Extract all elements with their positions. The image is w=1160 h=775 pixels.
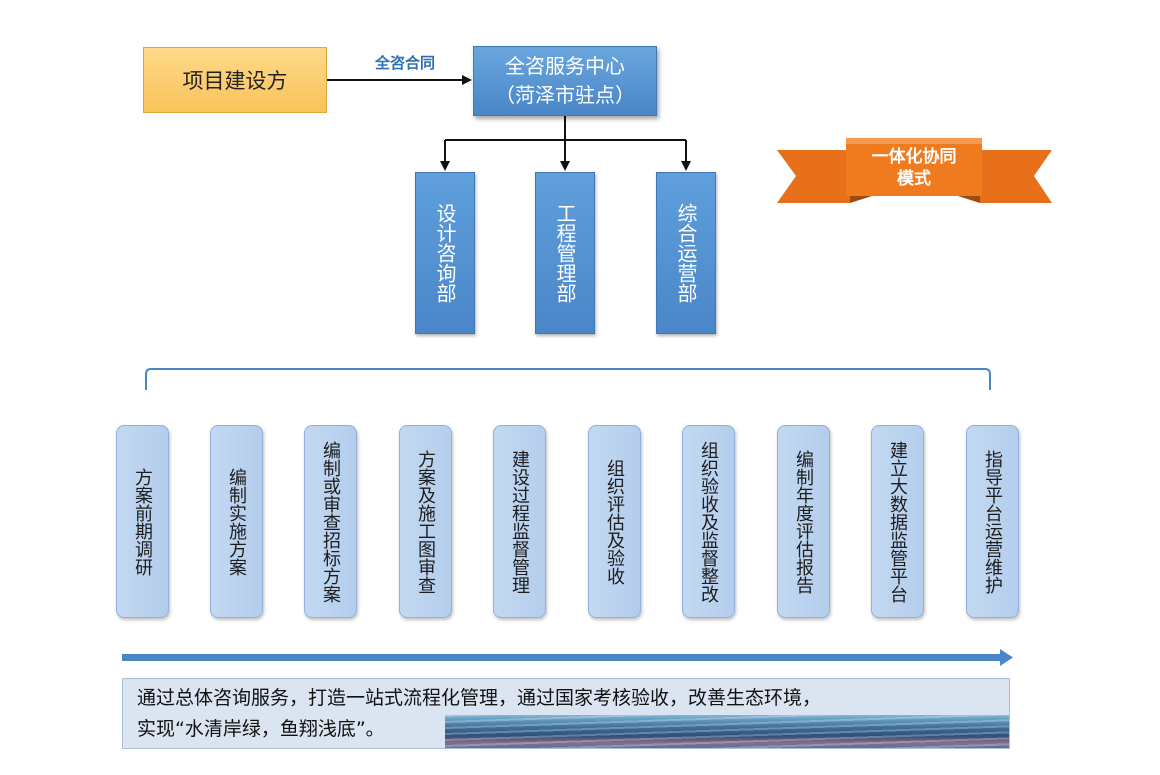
service-center-title: 全咨服务中心 bbox=[505, 54, 625, 78]
department-design: 设计咨询部 bbox=[415, 172, 475, 334]
step-8: 编制年度评估报告 bbox=[777, 425, 830, 618]
step-2: 编制实施方案 bbox=[210, 425, 263, 618]
project-owner-label: 项目建设方 bbox=[182, 69, 288, 93]
step-1: 方案前期调研 bbox=[116, 425, 169, 618]
step-9: 建立大数据监管平台 bbox=[871, 425, 924, 618]
process-arrow bbox=[122, 649, 1013, 666]
step-4: 方案及施工图审查 bbox=[399, 425, 452, 618]
summary-box: 通过总体咨询服务，打造一站式流程化管理，通过国家考核验收，改善生态环境， 实现“… bbox=[122, 678, 1010, 749]
step-7: 组织验收及监督整改 bbox=[682, 425, 735, 618]
water-image bbox=[445, 715, 1009, 748]
summary-line-2: 实现“水清岸绿，鱼翔浅底”。 bbox=[137, 718, 385, 740]
project-owner-box: 项目建设方 bbox=[143, 47, 327, 113]
step-6: 组织评估及验收 bbox=[588, 425, 641, 618]
step-3: 编制或审查招标方案 bbox=[304, 425, 357, 618]
summary-line-1: 通过总体咨询服务，打造一站式流程化管理，通过国家考核验收，改善生态环境， bbox=[137, 687, 822, 709]
contract-label: 全咨合同 bbox=[374, 54, 435, 72]
ribbon-banner bbox=[777, 138, 1052, 203]
summary-text: 通过总体咨询服务，打造一站式流程化管理，通过国家考核验收，改善生态环境， 实现“… bbox=[137, 683, 1007, 745]
ribbon-line-2: 模式 bbox=[897, 169, 931, 189]
service-center-box: 全咨服务中心 （菏泽市驻点） bbox=[473, 46, 657, 116]
service-center-subtitle: （菏泽市驻点） bbox=[495, 83, 635, 107]
department-engineering: 工程管理部 bbox=[535, 172, 595, 334]
ribbon-line-1: 一体化协同 bbox=[871, 147, 957, 167]
department-operations: 综合运营部 bbox=[656, 172, 716, 334]
ribbon-label: 一体化协同 模式 bbox=[848, 140, 980, 196]
steps-bracket bbox=[145, 368, 991, 390]
step-5: 建设过程监督管理 bbox=[493, 425, 546, 618]
step-10: 指导平台运营维护 bbox=[966, 425, 1019, 618]
